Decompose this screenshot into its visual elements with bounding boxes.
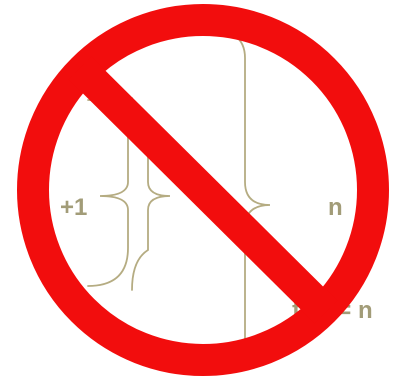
plus-one-label: +1 bbox=[60, 194, 87, 221]
prohibition-slash bbox=[68, 56, 338, 324]
prohibition-ring bbox=[17, 4, 389, 376]
outer-n-label: n bbox=[328, 194, 343, 221]
prohibition-sign-icon bbox=[17, 4, 389, 376]
